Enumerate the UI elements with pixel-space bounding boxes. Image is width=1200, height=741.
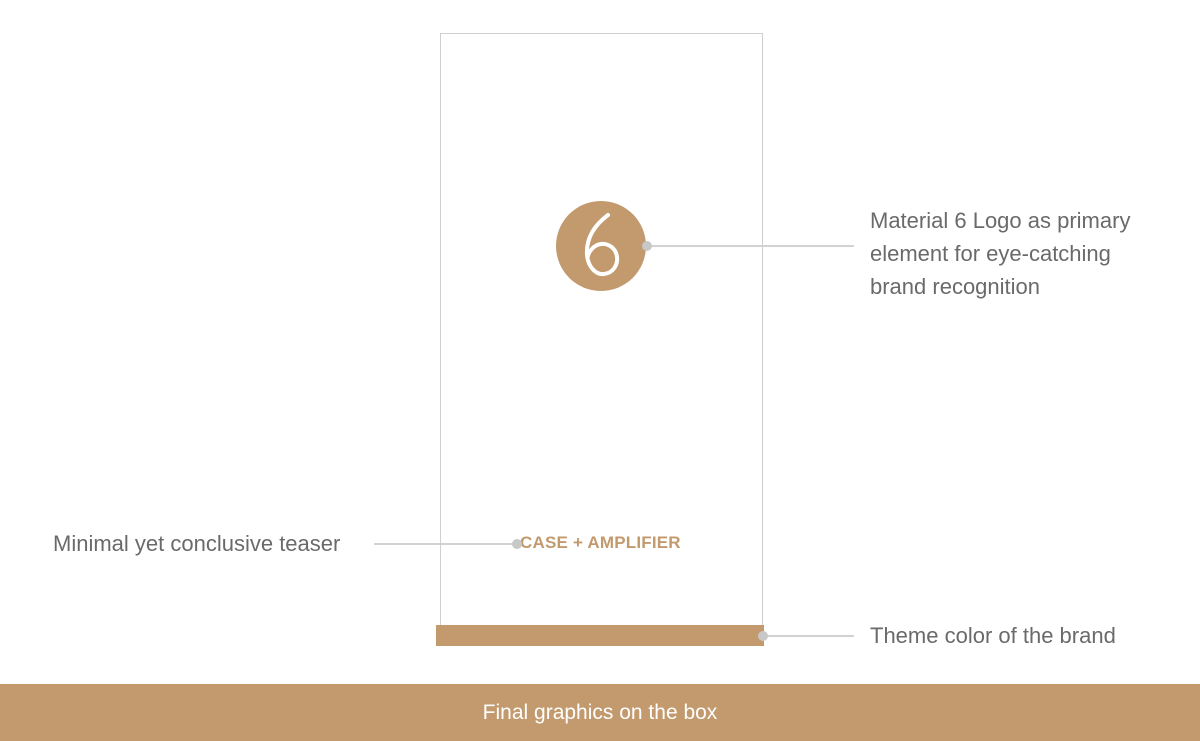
logo-annotation-line-2: element for eye-catching xyxy=(870,241,1111,266)
theme-connector-dot xyxy=(758,631,768,641)
teaser-annotation: Minimal yet conclusive teaser xyxy=(53,531,341,556)
logo-connector-line xyxy=(648,245,854,247)
theme-connector-line xyxy=(764,635,854,637)
box-teaser-text: CASE + AMPLIFIER xyxy=(520,533,681,552)
logo-connector-dot xyxy=(642,241,652,251)
teaser-connector-line xyxy=(374,543,516,545)
footer-banner: Final graphics on the box xyxy=(0,684,1200,741)
teaser-connector-dot xyxy=(512,539,522,549)
footer-caption: Final graphics on the box xyxy=(482,700,718,724)
logo-annotation-line-1: Material 6 Logo as primary xyxy=(870,208,1131,233)
logo-annotation: Material 6 Logo as primary element for e… xyxy=(870,204,1130,303)
material6-logo xyxy=(556,201,646,291)
six-logo-icon xyxy=(556,201,646,291)
theme-color-bar xyxy=(436,625,764,646)
theme-annotation: Theme color of the brand xyxy=(870,623,1116,648)
logo-annotation-line-3: brand recognition xyxy=(870,274,1041,299)
